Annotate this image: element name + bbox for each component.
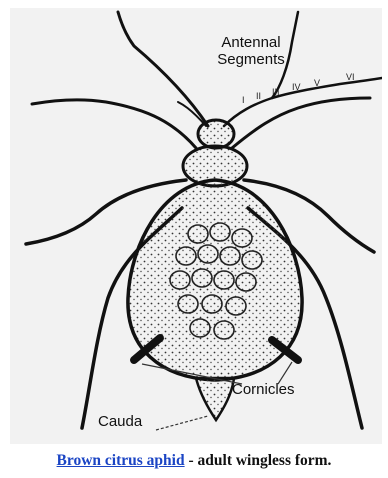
- antenna-right: [224, 12, 382, 126]
- cornicles-label: Cornicles: [232, 381, 295, 398]
- brown-citrus-aphid-link[interactable]: Brown citrus aphid: [57, 452, 185, 469]
- segment-numeral-3: III: [272, 87, 280, 97]
- cauda-label: Cauda: [98, 413, 142, 430]
- cauda: [196, 378, 234, 420]
- aphid-head: [198, 120, 234, 148]
- segment-numeral-4: IV: [292, 82, 301, 92]
- aphid-drawing: [10, 8, 382, 444]
- aphid-abdomen: [128, 180, 302, 380]
- segment-numeral-1: I: [242, 95, 245, 105]
- aphid-illustration: [10, 8, 382, 444]
- segment-numeral-2: II: [256, 91, 261, 101]
- caption-rest-text: - adult wingless form.: [185, 452, 332, 469]
- segment-numeral-5: V: [314, 78, 320, 88]
- antennal-segments-label: Antennal Segments: [196, 34, 306, 68]
- figure-caption: Brown citrus aphid - adult wingless form…: [0, 452, 388, 470]
- segment-numeral-6: VI: [346, 72, 355, 82]
